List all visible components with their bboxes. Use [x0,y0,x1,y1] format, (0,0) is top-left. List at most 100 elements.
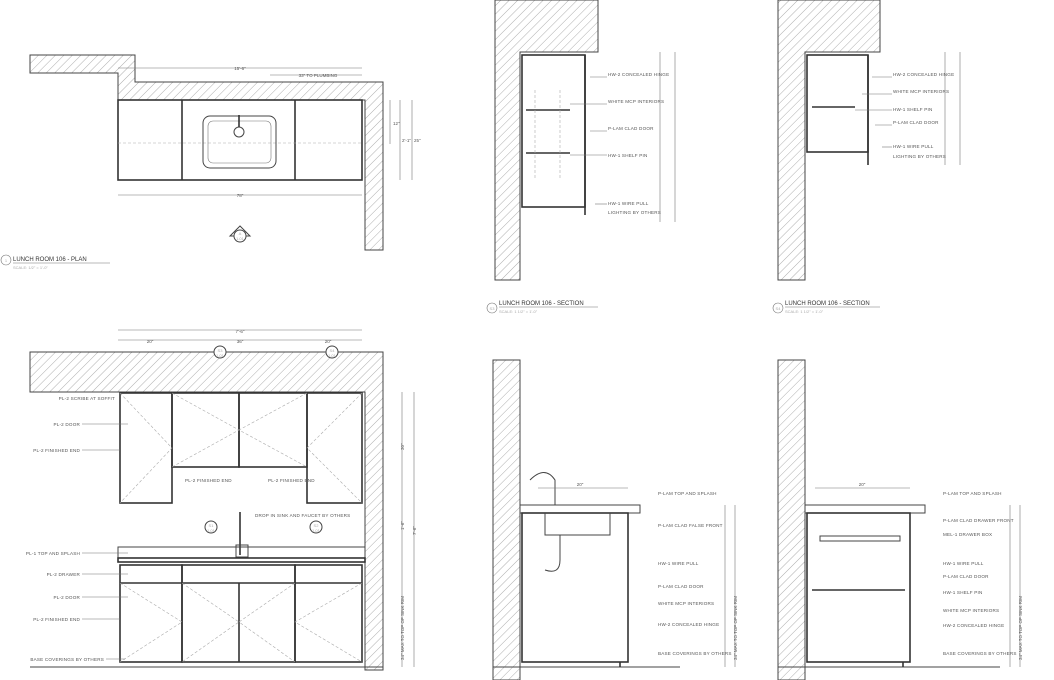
drawing-label: LIGHTING BY OTHERS [608,210,661,215]
plan-view: 78" 15'-6" 33" TO PLUMBING 12" 2'-1" 25"… [0,54,421,270]
drawing-label: 1'-6" [400,521,405,530]
drawing-linework [772,302,784,314]
drawing-linework [119,392,363,504]
drawing-linework [309,520,323,534]
drawing-label: S3 [218,348,224,353]
drawing-linework [119,582,363,663]
drawing-label: PL-2 FINISHED END [268,478,315,483]
s2-drawer-box [819,535,901,542]
drawing-label: 1 [5,258,8,263]
drawing-label: S2 [314,523,320,528]
drawing-label: PL-2 FINISHED END [33,617,80,622]
drawing-label: PL-2 DOOR [53,422,80,427]
drawing-linework [238,392,308,468]
s2-countertop [804,504,926,514]
drawing-label: S4 [330,348,336,353]
drawing-linework [204,520,218,534]
drawing-label: PL-2 DRAWER [47,572,81,577]
drawing-label: SCALE: 1 1/2" = 1'-0" [785,309,824,314]
plan-cabinet-run [117,99,363,181]
s4-title: LUNCH ROOM 106 - SECTION [785,301,870,307]
drawing-label: P-LAM CLAD FALSE FRONT [658,523,723,528]
drawing-label: HW-1 SHELF PIN [608,153,647,158]
s2-callouts: P-LAM TOP AND SPLASH P-LAM CLAD DRAWER F… [943,491,1017,656]
section-s1: 20" P-LAM TOP AND SPLASH P-LAM CLAD FALS… [492,359,738,680]
drawing-label: PL-1 TOP AND SPLASH [26,551,80,556]
drawing-linework [325,345,339,359]
drawing-linework [486,302,498,314]
drawing-label: PL-2 FINISHED END [185,478,232,483]
drawing-label: PL-2 FINISHED END [33,448,80,453]
drawing-label: S3 [490,306,496,311]
s2-base-cabinet [806,512,911,663]
drawing-label: HW-2 CONCEALED HINGE [608,72,669,77]
drawing-label: HW-1 SHELF PIN [893,107,932,112]
drawing-linework [777,359,806,680]
s1-sink-bowl [544,513,611,536]
drawing-label: P-LAM CLAD DOOR [893,120,939,125]
drawing-label: HW-1 SHELF PIN [943,590,982,595]
drawing-linework [235,544,249,558]
drawing-label: 12" [393,121,400,126]
s3-title: LUNCH ROOM 106 - SECTION [499,301,584,307]
elevation-callouts-left: PL-2 SCRIBE AT SOFFIT PL-2 DOOR PL-2 FIN… [26,396,128,662]
drawing-linework [233,126,245,138]
drawing-linework[interactable]: S11.01 [204,520,218,534]
plan-wall [29,54,384,251]
section-s4: HW-2 CONCEALED HINGE WHITE MCP INTERIORS… [772,0,961,314]
drawing-label: BASE COVERINGS BY OTHERS [30,657,104,662]
drawing-label: 7'-6" [236,329,245,334]
drawing-linework [119,564,183,663]
drawing-label: BASE COVERINGS BY OTHERS [943,651,1017,656]
plan-dim-width: 78" [237,193,244,198]
drawing-linework[interactable]: S41.01 [325,345,339,359]
drawing-label: A [239,231,242,236]
drawing-linework [492,359,521,680]
drawing-label: LIGHTING BY OTHERS [893,154,946,159]
drawing-label: P-LAM CLAD DOOR [658,584,704,589]
drawing-label: HW-2 CONCEALED HINGE [658,622,719,627]
drawing-label: 34" MAX TO TOP OF SINK RIM [1018,596,1023,660]
drawing-linework [233,229,247,243]
drawing-label: S4 [776,306,782,311]
drawing-label: P-LAM CLAD DOOR [943,574,989,579]
drawing-label: 20" [859,482,866,487]
s1-countertop [519,504,641,514]
drawing-label: 1.01 [216,353,225,358]
drawing-label: 20" [577,482,584,487]
drawing-linework [494,0,599,281]
drawing-linework[interactable]: S21.01 [309,520,323,534]
s4-callouts: HW-2 CONCEALED HINGE WHITE MCP INTERIORS… [855,72,954,159]
drawing-label: 1.01 [207,528,216,533]
plan-scale: SCALE: 1/2" = 1'-0" [13,265,48,270]
drawing-label: P-LAM TOP AND SPLASH [658,491,717,496]
drawing-label: HW-1 WIRE PULL [893,144,934,149]
s3-upper-cabinet [521,54,586,208]
countertop-splash [117,546,366,559]
plan-dim-overall: 15'-6" [234,66,246,71]
drawing-label: 1.01 [236,236,245,241]
drawing-label: HW-1 WIRE PULL [608,201,649,206]
drawing-label: 30" [400,443,405,450]
s3-callouts: HW-2 CONCEALED HINGE WHITE MCP INTERIORS… [570,72,669,215]
elevation-view: 20" 36" 20" 7'-6" PL-2 SCRIBE AT SOFFIT … [26,329,417,671]
drawing-linework [119,392,173,504]
drawing-linework[interactable]: S31.01 [213,345,227,359]
elevation-tag[interactable]: A 1.01 [228,225,252,243]
drawing-label: WHITE MCP INTERIORS [658,601,714,606]
drawing-linework [777,0,881,281]
drawing-label: WHITE MCP INTERIORS [608,99,664,104]
drawing-linework [29,351,384,671]
drawing-label: BASE COVERINGS BY OTHERS [658,651,732,656]
base-cabinets [119,564,363,663]
drawing-label: SCALE: 1 1/2" = 1'-0" [499,309,538,314]
drawing-label: S1 [209,523,215,528]
drawing-label: P-LAM CLAD DOOR [608,126,654,131]
drawing-label: 34" MAX TO TOP OF SINK RIM [733,596,738,660]
drawing-number-bubble [0,254,12,266]
drawing-label: 20" [147,339,154,344]
drawing-label: 7'-6" [412,526,417,535]
drawing-label: DROP IN SINK AND FAUCET BY OTHERS [255,513,350,518]
drawing-linework [213,345,227,359]
